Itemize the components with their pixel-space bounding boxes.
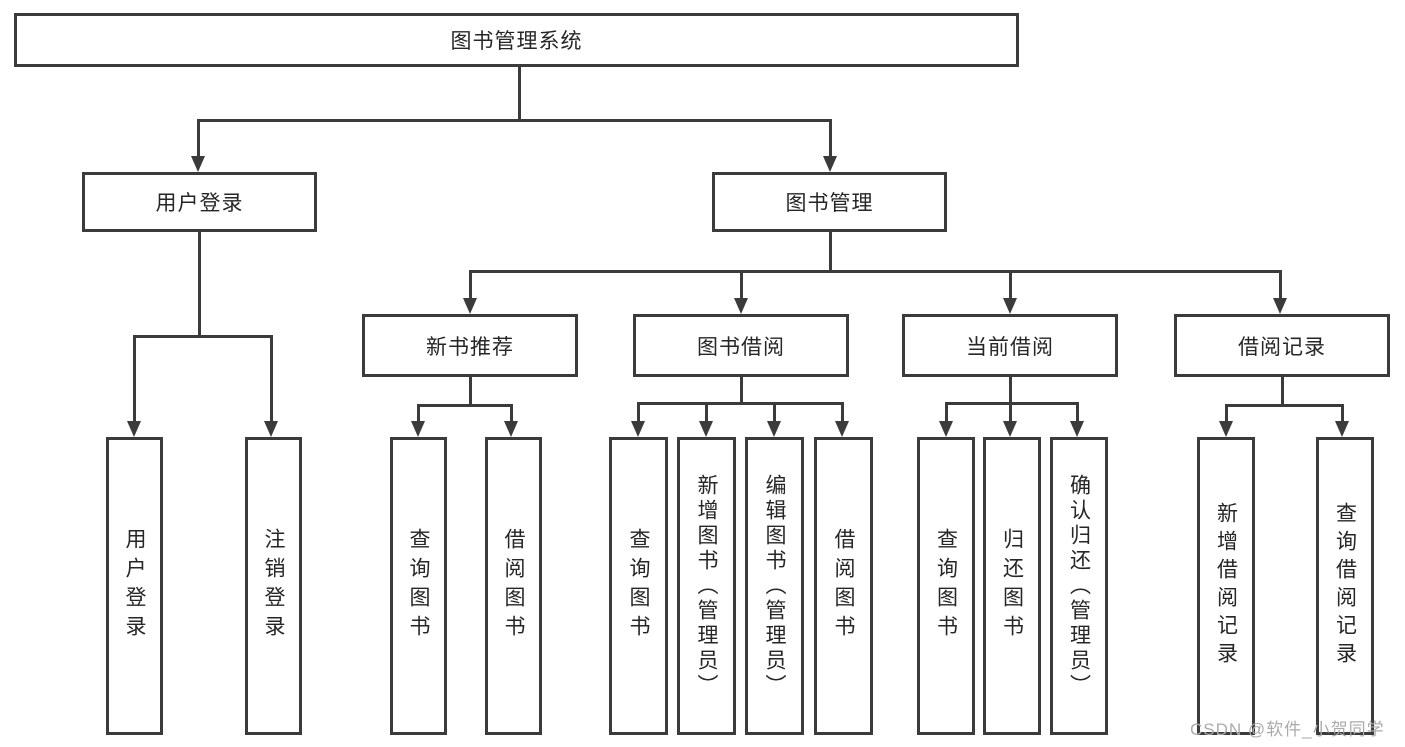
connector-stem-leaf xyxy=(1009,402,1012,422)
arrow-down-icon xyxy=(127,421,141,437)
leaf-label: 注销登录 xyxy=(262,528,285,644)
connector-borrow-records-trunk xyxy=(1281,377,1284,404)
arrow-down-icon xyxy=(463,298,477,314)
leaf-label: 借阅图书 xyxy=(832,528,855,644)
arrow-down-icon xyxy=(835,421,849,437)
connector-book-management-trunk xyxy=(829,232,832,270)
node-borrow-records: 借阅记录 xyxy=(1174,314,1390,377)
node-label: 图书管理系统 xyxy=(450,30,583,53)
leaf-add-books-admin: 新增图书（管理员） xyxy=(677,437,736,735)
node-new-book-recommend: 新书推荐 xyxy=(362,314,578,377)
node-label: 用户登录 xyxy=(155,192,244,215)
arrow-down-icon xyxy=(1335,421,1349,437)
leaf-logout: 注销登录 xyxy=(245,437,302,735)
connector-root-trunk xyxy=(518,67,521,119)
node-current-borrow: 当前借阅 xyxy=(902,314,1118,377)
connector-stem-new-book xyxy=(469,270,472,298)
connector-stem-leaf xyxy=(773,402,776,422)
node-label: 图书借阅 xyxy=(697,335,785,359)
connector-stem-leaf xyxy=(1225,404,1228,422)
leaf-label: 归还图书 xyxy=(1000,528,1024,644)
leaf-return-books: 归还图书 xyxy=(983,437,1041,735)
connector-stem-book-borrow xyxy=(740,270,743,298)
arrow-down-icon xyxy=(939,421,953,437)
connector-user-login-trunk xyxy=(198,232,201,335)
leaf-label: 用户登录 xyxy=(123,528,146,644)
node-label: 图书管理 xyxy=(785,192,874,215)
arrow-down-icon xyxy=(1003,421,1017,437)
connector-stem-leaf xyxy=(1076,402,1079,422)
arrow-down-icon xyxy=(631,421,645,437)
connector-book-borrow-branch xyxy=(637,402,843,405)
leaf-add-borrow-record: 新增借阅记录 xyxy=(1197,437,1255,735)
arrow-down-icon xyxy=(191,156,205,172)
connector-stem-leaf xyxy=(705,402,708,422)
leaf-label: 查询图书 xyxy=(627,528,650,644)
arrow-down-icon xyxy=(1070,421,1084,437)
leaf-query-books-borrow: 查询图书 xyxy=(609,437,668,735)
leaf-label: 查询图书 xyxy=(934,528,958,644)
leaf-label: 确认归还（管理员） xyxy=(1067,473,1091,699)
connector-book-borrow-trunk xyxy=(740,377,743,402)
connector-user-login-branch xyxy=(133,335,273,338)
arrow-down-icon xyxy=(734,298,748,314)
connector-stem-leaf xyxy=(945,402,948,422)
arrow-down-icon xyxy=(1219,421,1233,437)
connector-current-borrow-branch xyxy=(945,402,1079,405)
arrow-down-icon xyxy=(411,421,425,437)
connector-new-book-branch xyxy=(417,404,513,407)
leaf-label: 查询借阅记录 xyxy=(1333,502,1357,670)
leaf-label: 查询图书 xyxy=(407,528,430,644)
node-label: 当前借阅 xyxy=(966,335,1054,359)
connector-level3-branch xyxy=(469,270,1282,273)
node-label: 借阅记录 xyxy=(1238,335,1326,359)
arrow-down-icon xyxy=(1273,298,1287,314)
leaf-label: 编辑图书（管理员） xyxy=(763,473,786,699)
connector-stem-leaf xyxy=(133,335,136,421)
node-library-system: 图书管理系统 xyxy=(14,13,1019,67)
arrow-down-icon xyxy=(767,421,781,437)
leaf-query-books-recommend: 查询图书 xyxy=(390,437,447,735)
leaf-borrow-books: 借阅图书 xyxy=(814,437,873,735)
leaf-label: 借阅图书 xyxy=(502,528,525,644)
connector-stem-user-login xyxy=(197,119,200,157)
leaf-borrow-books-recommend: 借阅图书 xyxy=(485,437,542,735)
leaf-user-login: 用户登录 xyxy=(106,437,163,735)
connector-stem-leaf xyxy=(637,402,640,422)
connector-current-borrow-trunk xyxy=(1009,377,1012,402)
connector-stem-leaf xyxy=(417,404,420,422)
connector-stem-leaf xyxy=(1341,404,1344,422)
leaf-query-books-current: 查询图书 xyxy=(917,437,975,735)
arrow-down-icon xyxy=(504,421,518,437)
node-label: 新书推荐 xyxy=(426,335,514,359)
connector-borrow-records-branch xyxy=(1225,404,1344,407)
leaf-edit-books-admin: 编辑图书（管理员） xyxy=(745,437,804,735)
connector-stem-leaf xyxy=(510,404,513,422)
node-book-borrow: 图书借阅 xyxy=(633,314,849,377)
leaf-label: 新增图书（管理员） xyxy=(695,473,718,699)
node-user-login: 用户登录 xyxy=(82,172,317,232)
arrow-down-icon xyxy=(823,156,837,172)
leaf-query-borrow-record: 查询借阅记录 xyxy=(1316,437,1374,735)
arrow-down-icon xyxy=(1003,298,1017,314)
connector-new-book-trunk xyxy=(469,377,472,404)
leaf-label: 新增借阅记录 xyxy=(1214,502,1238,670)
connector-stem-borrow-records xyxy=(1279,270,1282,298)
connector-level2-branch xyxy=(197,119,831,122)
arrow-down-icon xyxy=(699,421,713,437)
connector-stem-leaf xyxy=(270,335,273,421)
connector-stem-book-management xyxy=(829,119,832,157)
arrow-down-icon xyxy=(264,421,278,437)
leaf-confirm-return-admin: 确认归还（管理员） xyxy=(1050,437,1108,735)
connector-stem-current-borrow xyxy=(1009,270,1012,298)
csdn-watermark: CSDN @软件_小贺同学 xyxy=(1190,720,1385,739)
connector-stem-leaf xyxy=(841,402,844,422)
node-book-management: 图书管理 xyxy=(712,172,947,232)
